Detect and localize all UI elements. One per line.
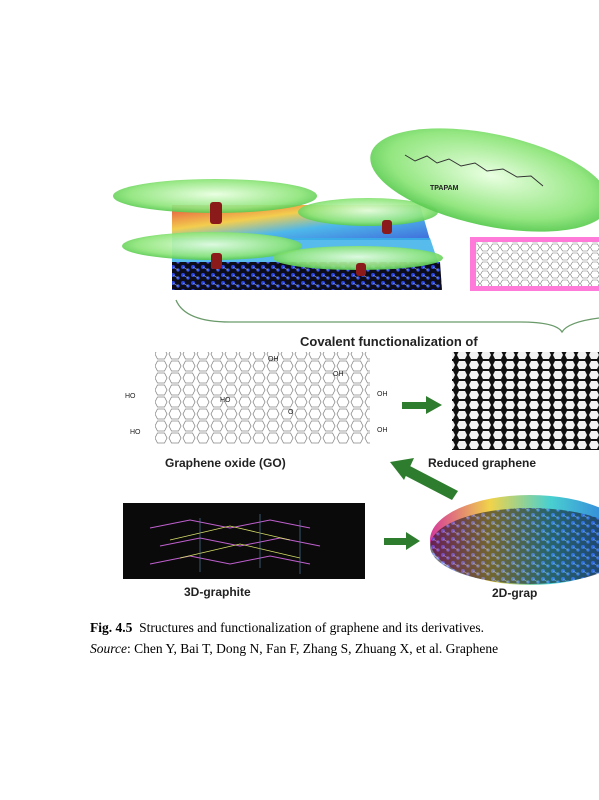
graphene-2d-image	[430, 495, 599, 585]
svg-text:O: O	[288, 409, 294, 416]
graphene-oxide-structure: HO HO OH OH OH OH HO O	[125, 352, 388, 444]
graphite-3d-image	[123, 503, 365, 579]
tpapam-panel: TPAPAM	[370, 128, 599, 291]
caption-line: Fig. 4.5 Structures and functionalizatio…	[90, 617, 599, 638]
svg-text:OH: OH	[333, 371, 344, 378]
brace	[175, 299, 599, 334]
svg-text:OH: OH	[268, 356, 279, 363]
svg-text:HO: HO	[220, 397, 231, 404]
layered-graphene-panel	[113, 179, 443, 290]
arrow-go-to-rgo	[402, 396, 442, 414]
graphene-oxide-label: Graphene oxide (GO)	[165, 456, 286, 470]
figure-title: Structures and functionalization of grap…	[139, 620, 485, 635]
covalent-functionalization-label: Covalent functionalization of	[300, 334, 478, 349]
graphite-3d-label: 3D-graphite	[184, 585, 251, 599]
source-line: Source: Chen Y, Bai T, Dong N, Fan F, Zh…	[90, 638, 599, 659]
svg-text:OH: OH	[377, 427, 388, 434]
svg-text:HO: HO	[125, 393, 136, 400]
source-text: : Chen Y, Bai T, Dong N, Fan F, Zhang S,…	[127, 641, 499, 656]
reduced-graphene-image	[452, 352, 599, 450]
graphene-2d-label: 2D-grap	[492, 586, 537, 600]
svg-text:HO: HO	[130, 429, 141, 436]
arrow-graphite-to-graphene	[384, 532, 420, 550]
figure-caption: Fig. 4.5 Structures and functionalizatio…	[90, 617, 599, 659]
svg-text:OH: OH	[377, 391, 388, 398]
tpapam-label: TPAPAM	[430, 185, 459, 192]
source-label: Source	[90, 641, 127, 656]
reduced-graphene-label: Reduced graphene	[428, 456, 536, 470]
figure-number: Fig. 4.5	[90, 620, 133, 635]
arrow-graphene-to-go	[390, 458, 458, 500]
